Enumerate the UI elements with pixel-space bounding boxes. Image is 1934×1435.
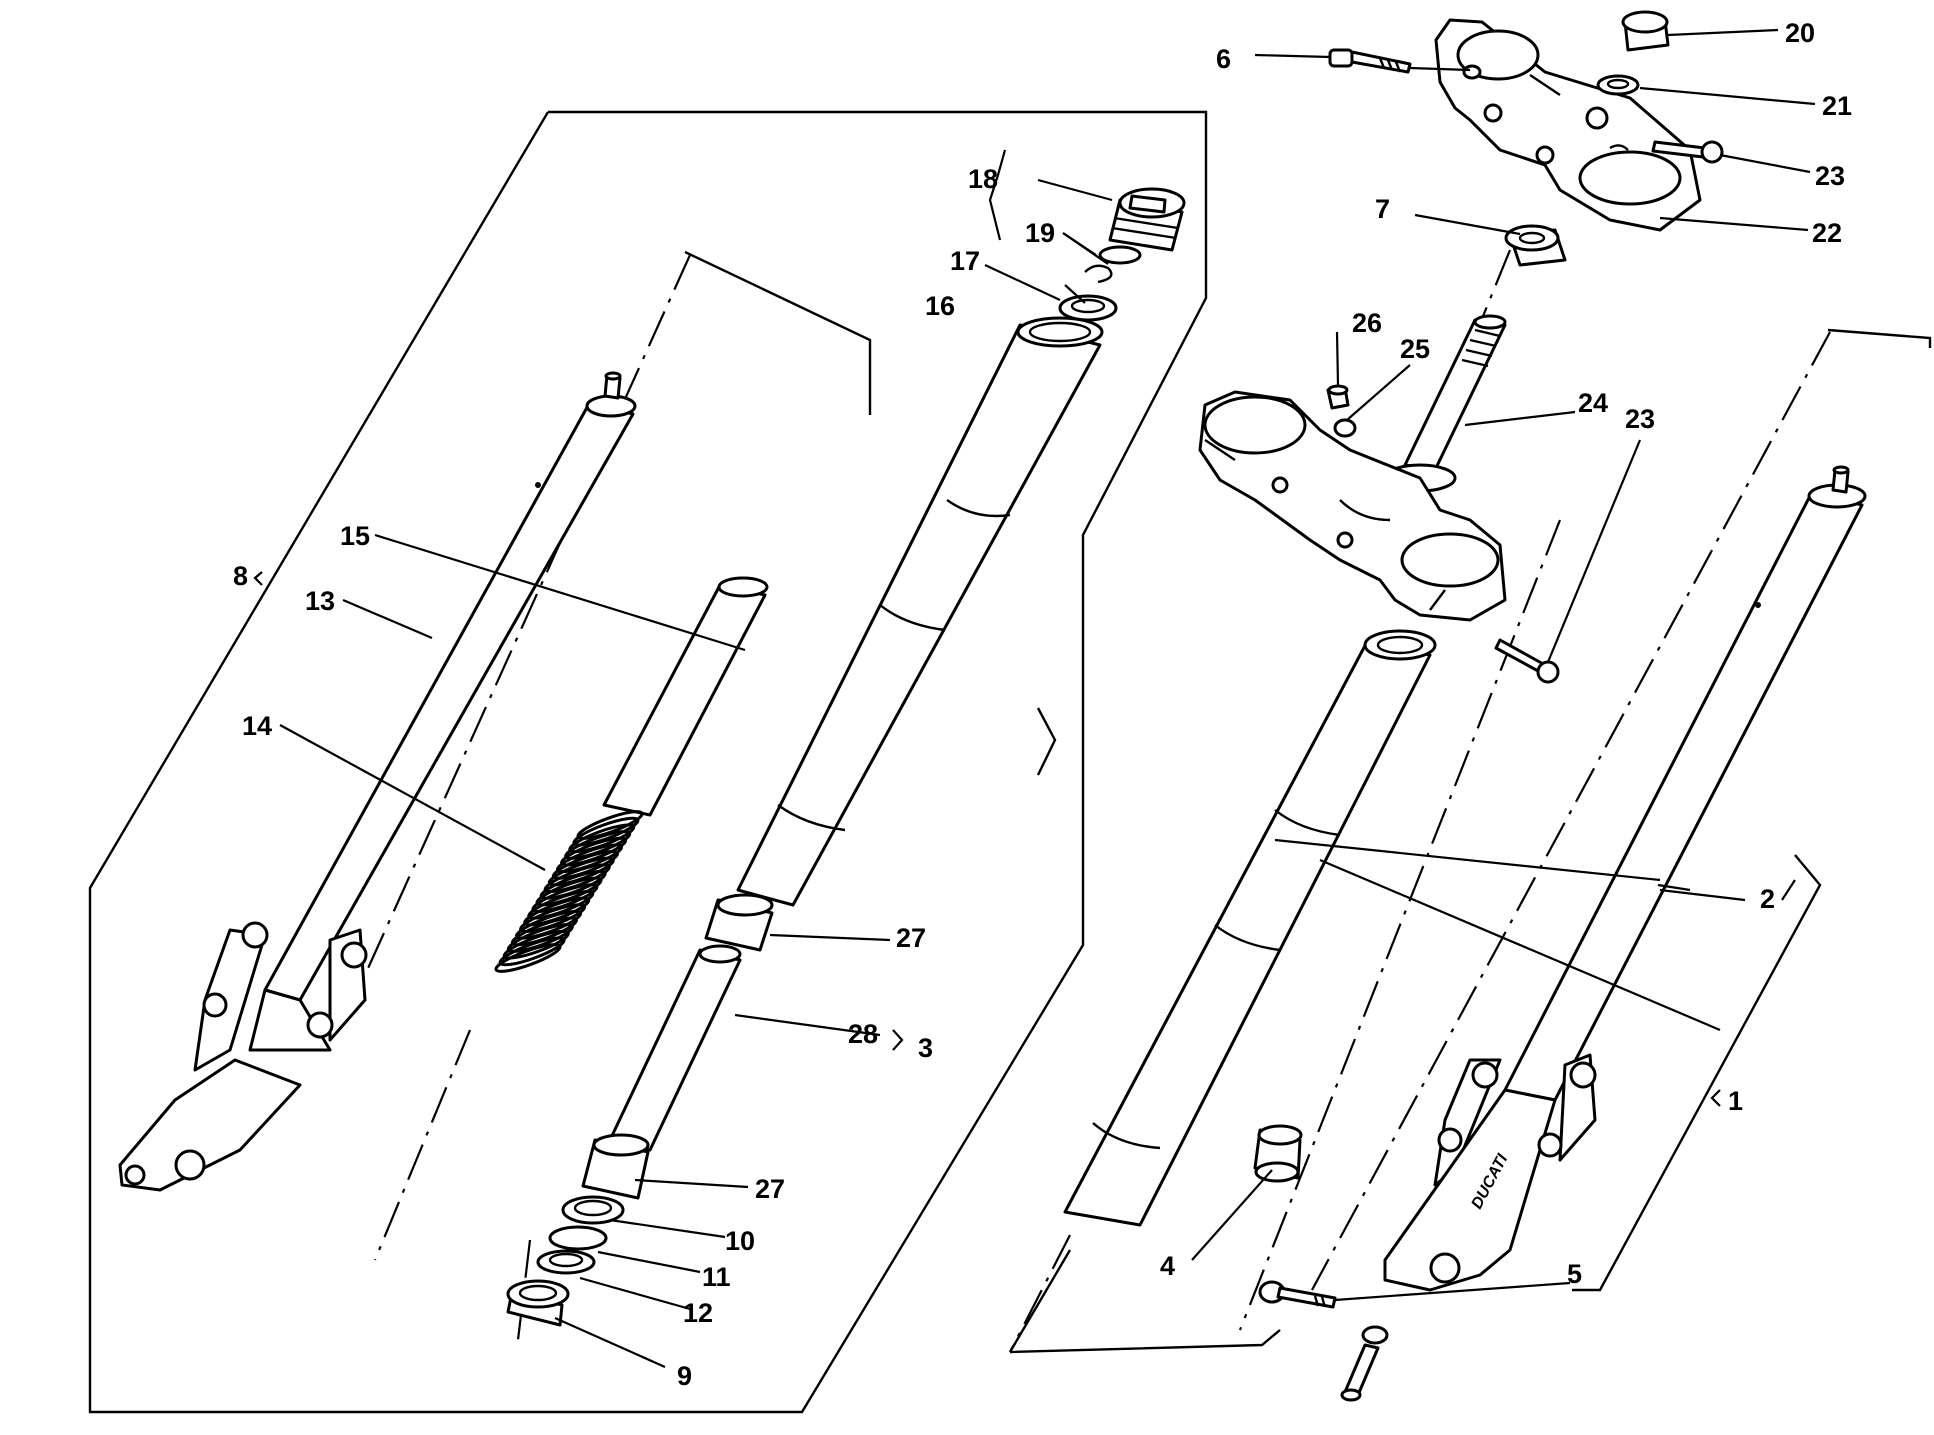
label-18: 18	[968, 164, 998, 194]
label-23-top: 23	[1815, 161, 1845, 191]
inner-tube-left	[736, 316, 1104, 907]
label-27-upper: 27	[896, 923, 926, 953]
left-assembly-frame	[88, 110, 1208, 1414]
cap-and-washer	[1596, 10, 1670, 96]
label-5: 5	[1567, 1259, 1582, 1289]
bushings-and-slider	[581, 893, 774, 1200]
leader-lines	[279, 28, 1816, 1369]
upper-triple-clamp	[1434, 18, 1702, 232]
label-22: 22	[1812, 218, 1842, 248]
right-assembly-frame	[1008, 328, 1932, 1354]
label-4: 4	[1160, 1251, 1175, 1281]
label-8: 8	[233, 561, 248, 591]
bolt-5	[1258, 1280, 1389, 1402]
label-21: 21	[1822, 91, 1852, 121]
label-27-lower: 27	[755, 1174, 785, 1204]
label-brackets	[253, 149, 1796, 1107]
damper-tube	[602, 576, 769, 817]
bolt-23-top	[1651, 140, 1724, 164]
part-labels: 1 2 3 4 5 6 7 8 9 10 11 12 13 14 15 16 1…	[233, 18, 1852, 1391]
label-7: 7	[1375, 194, 1390, 224]
lower-triple-clamp	[1198, 390, 1507, 622]
label-9: 9	[677, 1361, 692, 1391]
top-cap-stack-left	[1058, 187, 1186, 322]
label-12: 12	[683, 1298, 713, 1328]
label-3: 3	[918, 1033, 933, 1063]
label-28: 28	[848, 1019, 878, 1049]
label-19: 19	[1025, 218, 1055, 248]
label-1: 1	[1728, 1086, 1743, 1116]
label-13: 13	[305, 586, 335, 616]
spacer-4	[1253, 1124, 1303, 1183]
bolt-23-bottom	[1494, 638, 1560, 684]
label-24: 24	[1578, 388, 1608, 418]
inner-tube-right	[1063, 629, 1437, 1227]
small-screws	[1326, 384, 1357, 438]
label-26: 26	[1352, 308, 1382, 338]
fork-spring	[494, 810, 644, 973]
label-17: 17	[950, 246, 980, 276]
label-2: 2	[1760, 884, 1775, 914]
seal-rings	[506, 1195, 625, 1327]
label-6: 6	[1216, 44, 1231, 74]
label-23-bottom: 23	[1625, 404, 1655, 434]
label-11: 11	[702, 1262, 731, 1292]
label-25: 25	[1400, 334, 1430, 364]
steering-nut	[1504, 224, 1567, 267]
label-16: 16	[925, 291, 955, 321]
label-10: 10	[725, 1226, 755, 1256]
spring-coil	[494, 943, 562, 973]
label-20: 20	[1785, 18, 1815, 48]
bolt-6	[1328, 48, 1412, 74]
fork-leg-left	[118, 371, 637, 1192]
label-14: 14	[242, 711, 272, 741]
label-15: 15	[340, 521, 370, 551]
fork-leg-right: DUCATI	[1383, 465, 1867, 1292]
